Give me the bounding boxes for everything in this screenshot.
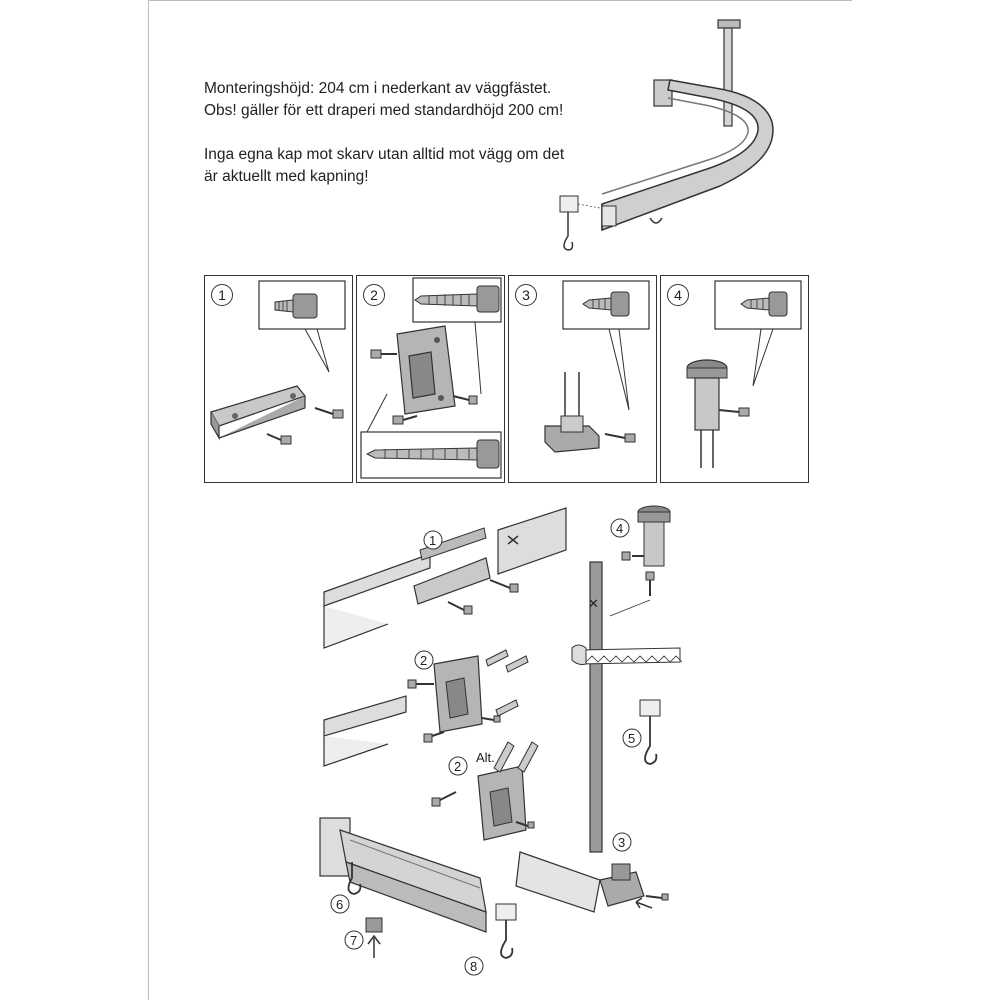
screw-icon: [314, 407, 344, 419]
step-2-illustration: [360, 277, 502, 479]
wall-plug-icon: [505, 655, 529, 673]
svg-text:3: 3: [618, 835, 625, 850]
screw-icon: [515, 821, 535, 829]
svg-text:5: 5: [628, 731, 635, 746]
step-1-illustration: [210, 280, 346, 445]
arrow-icon: [635, 897, 653, 909]
callout-4: 4: [610, 518, 630, 538]
svg-text:4: 4: [616, 521, 623, 536]
step-number-2: 2: [363, 284, 385, 306]
svg-text:2: 2: [454, 759, 461, 774]
rail-overview-illustration: [559, 19, 774, 251]
cutting-note-line-2: är aktuellt med kapning!: [204, 168, 369, 185]
step-panel-2: 2: [356, 275, 505, 483]
step-3-illustration: [544, 280, 650, 453]
svg-text:2: 2: [420, 653, 427, 668]
screw-icon: [447, 601, 473, 615]
wall-plug-icon: [517, 741, 539, 773]
screw-icon: [645, 571, 655, 596]
arrow-icon: [367, 934, 381, 958]
screw-icon: [452, 395, 478, 405]
callout-3: 3: [612, 832, 632, 852]
step-panels: 1 2: [204, 275, 810, 485]
step-panel-3: 3: [508, 275, 657, 483]
page-sheet: [148, 0, 852, 1000]
wall-plug-icon: [485, 649, 509, 667]
screw-icon: [582, 291, 630, 317]
instructions-paragraph-2: Inga egna kap mot skarv utan alltid mot …: [204, 144, 664, 188]
instructions-text: Monteringshöjd: 204 cm i nederkant av vä…: [204, 78, 664, 210]
screw-icon: [431, 791, 457, 807]
step-panel-4: 4: [660, 275, 809, 483]
wall-plug-icon: [493, 741, 515, 773]
screw-icon: [718, 407, 750, 417]
svg-text:8: 8: [470, 959, 477, 974]
step-number-4: 4: [667, 284, 689, 306]
screw-icon: [645, 893, 669, 901]
svg-text:6: 6: [336, 897, 343, 912]
assembly-exploded-view: ✕ Alt. 1 2 2 3 4 5 6 7 8: [319, 505, 683, 976]
screw-icon: [740, 291, 788, 317]
callout-2: 2: [414, 650, 434, 670]
callout-6: 6: [330, 894, 350, 914]
callout-7: 7: [344, 930, 364, 950]
svg-text:7: 7: [350, 933, 357, 948]
mounting-height-line: Monteringshöjd: 204 cm i nederkant av vä…: [204, 80, 552, 97]
step-number-1: 1: [211, 284, 233, 306]
screw-icon: [370, 349, 397, 359]
screw-icon: [365, 439, 500, 469]
svg-text:1: 1: [429, 533, 436, 548]
screw-icon: [414, 285, 500, 313]
screw-icon: [407, 679, 434, 689]
drape-height-note: Obs! gäller för ett draperi med standard…: [204, 102, 564, 119]
screw-icon: [604, 433, 636, 443]
callout-8: 8: [464, 956, 484, 976]
cutting-note-line-1: Inga egna kap mot skarv utan alltid mot …: [204, 146, 565, 163]
alt-label: Alt.: [476, 750, 495, 765]
step-4-illustration: [686, 280, 802, 468]
screw-icon: [489, 579, 519, 593]
callout-2-alt: 2: [448, 756, 468, 776]
screw-icon: [266, 433, 292, 445]
screw-icon: [481, 715, 501, 723]
cut-mark-icon: ✕: [588, 596, 599, 611]
screw-icon: [423, 731, 445, 743]
screw-icon: [392, 415, 418, 425]
callout-1: 1: [423, 530, 443, 550]
screw-icon: [274, 293, 318, 319]
callout-5: 5: [622, 728, 642, 748]
instructions-paragraph-1: Monteringshöjd: 204 cm i nederkant av vä…: [204, 78, 664, 122]
step-panel-1: 1: [204, 275, 353, 483]
step-number-3: 3: [515, 284, 537, 306]
screw-icon: [621, 551, 644, 561]
wall-plug-icon: [495, 699, 519, 717]
